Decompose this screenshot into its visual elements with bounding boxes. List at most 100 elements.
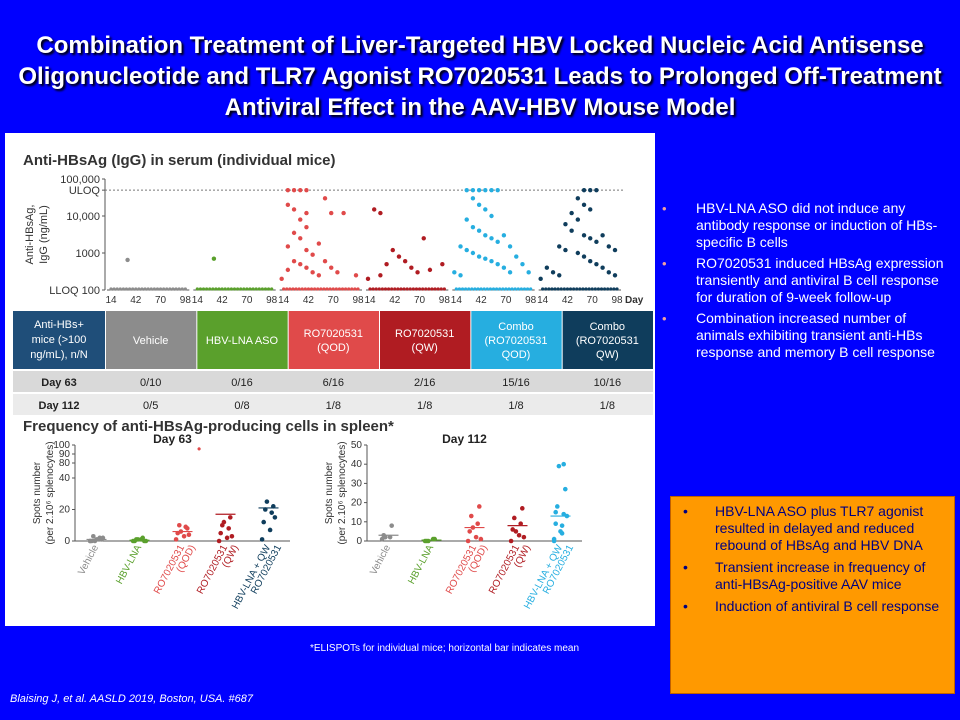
lloq-point — [519, 287, 523, 291]
data-point — [470, 187, 476, 193]
table-header-label: ng/mL), n/N — [30, 349, 88, 361]
table-cell: 6/16 — [323, 377, 344, 389]
data-point — [384, 261, 389, 267]
data-point — [553, 521, 558, 527]
data-point — [322, 196, 328, 201]
lloq-point — [433, 287, 437, 291]
lloq-point — [584, 287, 588, 291]
table-cell: 0/10 — [140, 377, 161, 389]
lloq-point — [134, 287, 138, 291]
lloq-point — [337, 287, 342, 291]
data-point — [261, 519, 267, 525]
data-point — [402, 259, 408, 264]
data-point — [415, 270, 420, 275]
category-label: Vehicle — [368, 543, 393, 577]
lloq-point — [155, 287, 160, 291]
table-cell: 2/16 — [414, 377, 435, 389]
lloq-point — [491, 287, 496, 291]
lloq-point — [235, 287, 240, 291]
summary-bullet: Transient increase in frequency of anti-… — [679, 559, 946, 593]
data-point — [211, 256, 217, 261]
table-cell: 0/8 — [234, 400, 249, 412]
table-header-label: mice (>100 — [32, 334, 87, 346]
data-point — [421, 236, 426, 241]
lloq-point — [550, 287, 554, 291]
data-point — [477, 504, 482, 509]
data-point — [267, 527, 273, 533]
lloq-point — [214, 287, 218, 291]
lloq-point — [411, 287, 415, 291]
data-point — [310, 270, 315, 275]
lloq-point — [371, 287, 375, 291]
significance-marker: • — [197, 442, 201, 456]
data-point — [181, 533, 187, 539]
data-point — [581, 187, 587, 193]
data-point — [378, 273, 383, 278]
lloq-point — [510, 287, 514, 291]
lloq-point — [112, 287, 116, 291]
lloq-point — [544, 287, 548, 291]
table-row-label: Day 63 — [41, 377, 76, 389]
x-tick-label: 14 — [537, 295, 549, 306]
data-point — [588, 207, 593, 212]
data-point — [279, 276, 284, 282]
data-point — [569, 210, 574, 216]
y-tick-label: 0 — [64, 536, 70, 547]
data-point — [520, 261, 525, 267]
lloq-point — [220, 287, 224, 291]
lloq-point — [309, 287, 314, 291]
lloq-point — [383, 287, 388, 291]
x-tick-label: 70 — [328, 295, 340, 306]
lloq-point — [603, 287, 607, 291]
data-point — [387, 534, 393, 540]
lloq-point — [442, 287, 446, 291]
data-point — [272, 515, 278, 520]
lloq-point — [590, 287, 594, 291]
data-point — [489, 187, 494, 193]
lloq-point — [393, 287, 397, 291]
data-point — [581, 233, 587, 238]
table-header-text: Vehicle — [133, 335, 168, 347]
data-point — [291, 259, 297, 264]
lloq-point — [612, 287, 616, 291]
data-point — [501, 233, 507, 238]
table-cell: 1/8 — [326, 400, 341, 412]
data-point — [371, 207, 377, 212]
data-point — [185, 526, 190, 531]
data-point — [226, 526, 231, 531]
data-point — [329, 265, 334, 270]
data-point — [310, 252, 315, 257]
lloq-point — [488, 287, 493, 291]
data-point — [224, 535, 230, 541]
lloq-point — [501, 287, 505, 291]
data-point — [389, 523, 395, 528]
data-point — [518, 521, 523, 527]
y-tick-label: 90 — [59, 449, 71, 460]
data-point — [507, 244, 513, 249]
data-point — [588, 259, 593, 264]
data-point — [483, 233, 488, 238]
y-axis-label: Spots number — [324, 461, 335, 524]
lloq-point — [303, 287, 307, 291]
lloq-point — [408, 287, 412, 291]
lloq-point — [464, 287, 468, 291]
data-point — [558, 529, 563, 534]
panel-title: Day 63 — [153, 432, 192, 446]
table-header-text: (RO7020531 — [485, 335, 548, 347]
data-point — [559, 523, 565, 528]
x-tick-label: 98 — [266, 295, 278, 306]
data-point — [538, 276, 543, 282]
y-tick-label: ULOQ — [69, 185, 101, 197]
right-bullet: Combination increased number of animals … — [658, 310, 948, 361]
table-cell: 1/8 — [417, 400, 432, 412]
lloq-point — [149, 287, 153, 291]
data-point — [259, 537, 265, 542]
data-point — [322, 259, 328, 264]
lloq-point — [522, 287, 527, 291]
x-tick-label: 70 — [241, 295, 253, 306]
x-tick-label: 42 — [476, 295, 488, 306]
lloq-point — [399, 287, 403, 291]
y-tick-label: 10,000 — [66, 211, 100, 223]
lloq-point — [436, 287, 440, 291]
lloq-point — [513, 287, 517, 291]
